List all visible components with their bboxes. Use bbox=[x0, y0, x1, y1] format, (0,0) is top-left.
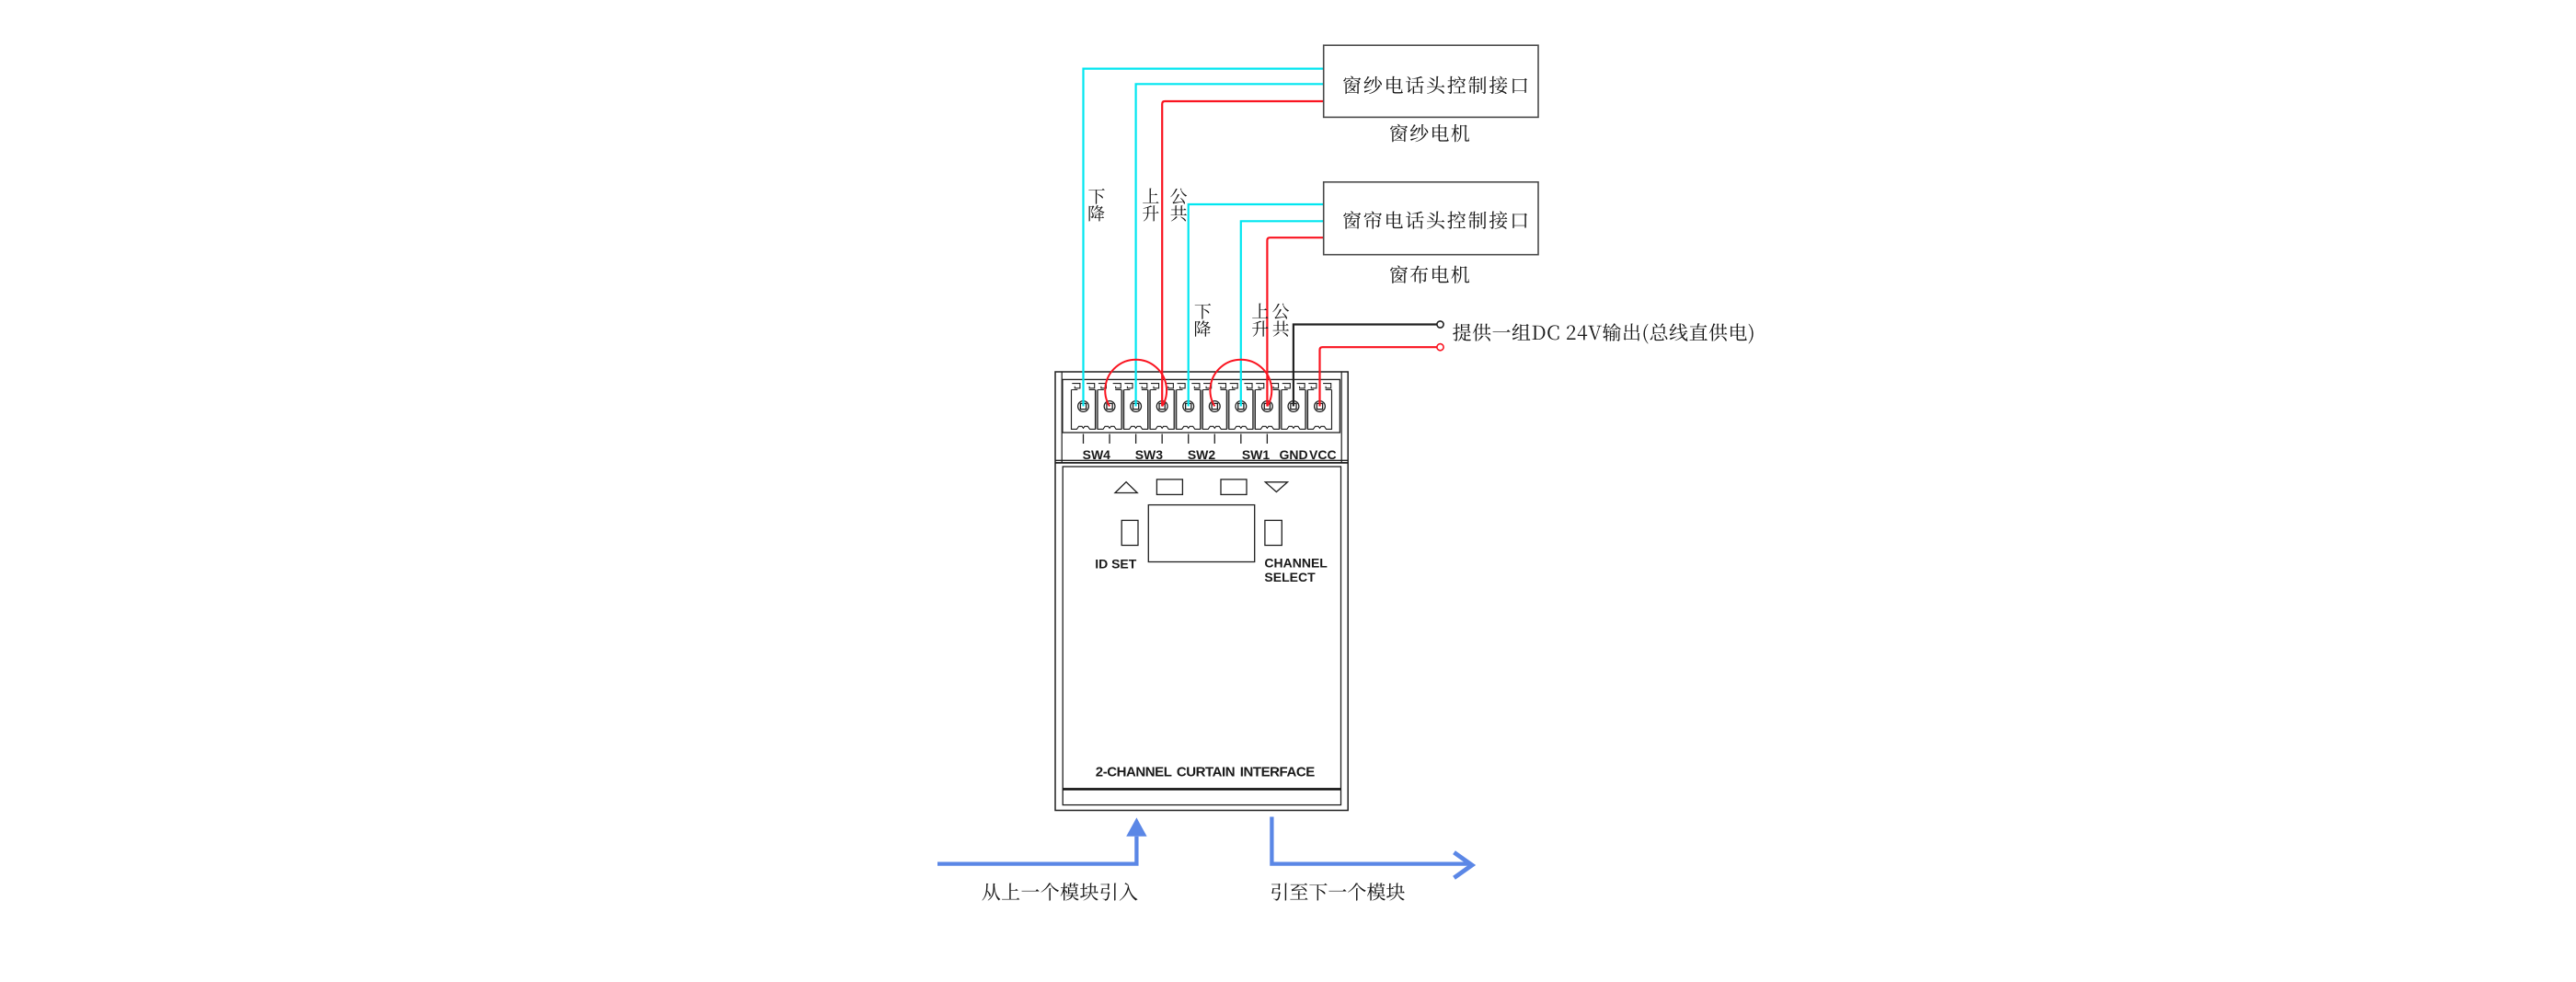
svg-text:SW3: SW3 bbox=[1135, 447, 1164, 462]
svg-text:SW2: SW2 bbox=[1188, 447, 1216, 462]
svg-text:2-CHANNEL CURTAIN INTERFACE: 2-CHANNEL CURTAIN INTERFACE bbox=[1096, 765, 1315, 780]
svg-text:GND: GND bbox=[1279, 447, 1307, 462]
svg-text:SW1: SW1 bbox=[1242, 447, 1271, 462]
svg-text:ID SET: ID SET bbox=[1095, 557, 1137, 572]
svg-text:CHANNEL: CHANNEL bbox=[1264, 556, 1328, 571]
svg-text:SELECT: SELECT bbox=[1264, 570, 1316, 584]
svg-text:VCC: VCC bbox=[1309, 447, 1337, 462]
svg-text:SW4: SW4 bbox=[1083, 447, 1111, 462]
